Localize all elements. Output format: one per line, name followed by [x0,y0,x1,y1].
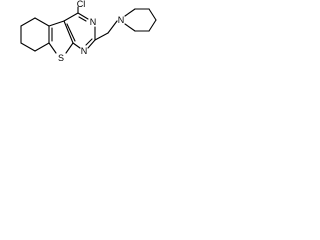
bond [72,42,81,49]
pyrimidine-ring [63,12,96,49]
bond [65,42,74,54]
thiophene-ring [48,20,76,54]
molecule-drawing: Cl S N N N [20,0,157,63]
bond [34,17,50,27]
bond [20,42,36,52]
bond-double-inner [85,38,93,46]
bond-double-inner [78,16,87,22]
bond [48,20,65,27]
bond-to-piperidine [107,20,118,34]
bond [63,20,74,44]
bond [63,12,79,22]
bond [124,8,136,17]
cyclohexene-ring [20,17,50,52]
atom-label-sulfur: S [58,53,64,63]
bond-methylene [94,32,109,41]
bond [148,8,157,21]
bond [77,12,89,20]
atom-label-chlorine: Cl [77,0,86,9]
bond [48,42,57,54]
bond [124,23,136,32]
bond [34,42,50,52]
molecule-structure-diagram: Cl S N N N [0,0,164,78]
bond [148,19,157,32]
atom-label-nitrogen-ring-top: N [90,17,97,27]
atom-label-nitrogen-ring-bottom: N [81,46,88,56]
bond [20,17,36,27]
piperidine-ring [124,8,157,32]
atom-label-nitrogen-piperidine: N [118,15,125,25]
bond-double-inner [66,23,76,42]
bond [87,39,96,49]
